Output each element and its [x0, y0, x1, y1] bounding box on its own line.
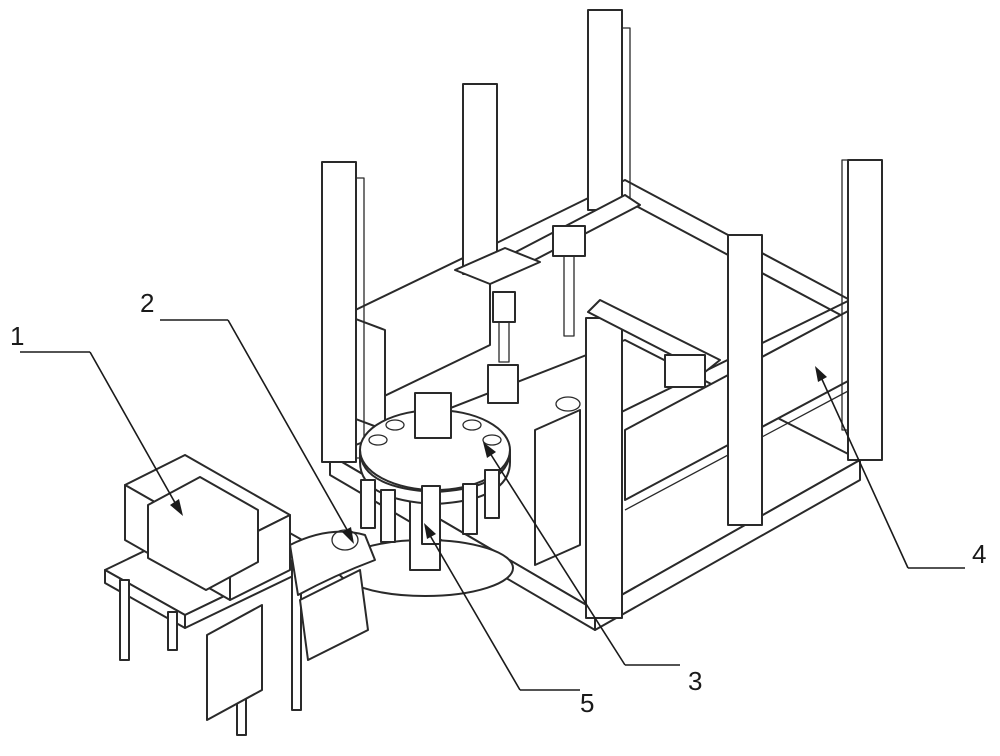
post-back	[587, 9, 623, 211]
tube-slot	[385, 419, 405, 431]
post-front-corner	[585, 317, 623, 619]
table-leg	[167, 611, 178, 651]
left-station	[104, 454, 376, 736]
test-tube	[484, 469, 500, 519]
callout-4-label: 4	[972, 539, 986, 569]
tube-slot	[462, 419, 482, 431]
table-under-box	[206, 604, 263, 721]
callouts: 1 2 3 4 5	[10, 288, 986, 718]
vertical-motor	[487, 364, 519, 404]
callout-4-arrowhead	[815, 366, 827, 382]
main-frame	[321, 9, 883, 631]
callout-2-leader	[227, 319, 351, 536]
callout-1-label: 1	[10, 321, 24, 351]
table-leg	[119, 579, 130, 661]
inner-cabinet	[534, 409, 581, 566]
ring-part	[555, 396, 581, 412]
callout-3-label: 3	[688, 666, 702, 696]
vertical-shaft	[498, 321, 510, 363]
rotary-carousel	[336, 392, 514, 597]
gantry-motor	[552, 225, 586, 257]
callout-2-label: 2	[140, 288, 154, 318]
callout-2-arrowhead	[342, 527, 354, 544]
tube-slot	[482, 434, 502, 446]
post-right	[847, 159, 883, 461]
device-housing-side	[229, 514, 291, 601]
callout-3-leader	[487, 449, 626, 666]
test-tube	[380, 489, 396, 543]
callout-5-leader	[427, 531, 521, 691]
pipe-support	[299, 569, 369, 661]
callout-1-leader	[89, 351, 179, 509]
callout-5-arrowhead	[424, 523, 436, 539]
gantry-lead-screw	[563, 255, 575, 337]
carousel-motor	[414, 392, 452, 439]
test-tube	[360, 479, 376, 529]
rail-motor	[664, 354, 706, 388]
tube-slot	[368, 434, 388, 446]
callout-1-arrowhead	[170, 499, 183, 516]
pipe-joint	[331, 529, 359, 551]
top-plate	[454, 247, 541, 285]
post-back-left	[462, 83, 498, 275]
post-mid-right	[727, 234, 763, 526]
upper-frame-right	[594, 299, 851, 426]
post-front-left	[321, 161, 357, 463]
callout-3-arrowhead	[483, 442, 496, 458]
callout-4-leader	[819, 374, 909, 569]
carriage-block	[492, 291, 516, 323]
test-tube	[462, 483, 478, 535]
callout-5-label: 5	[580, 688, 594, 718]
